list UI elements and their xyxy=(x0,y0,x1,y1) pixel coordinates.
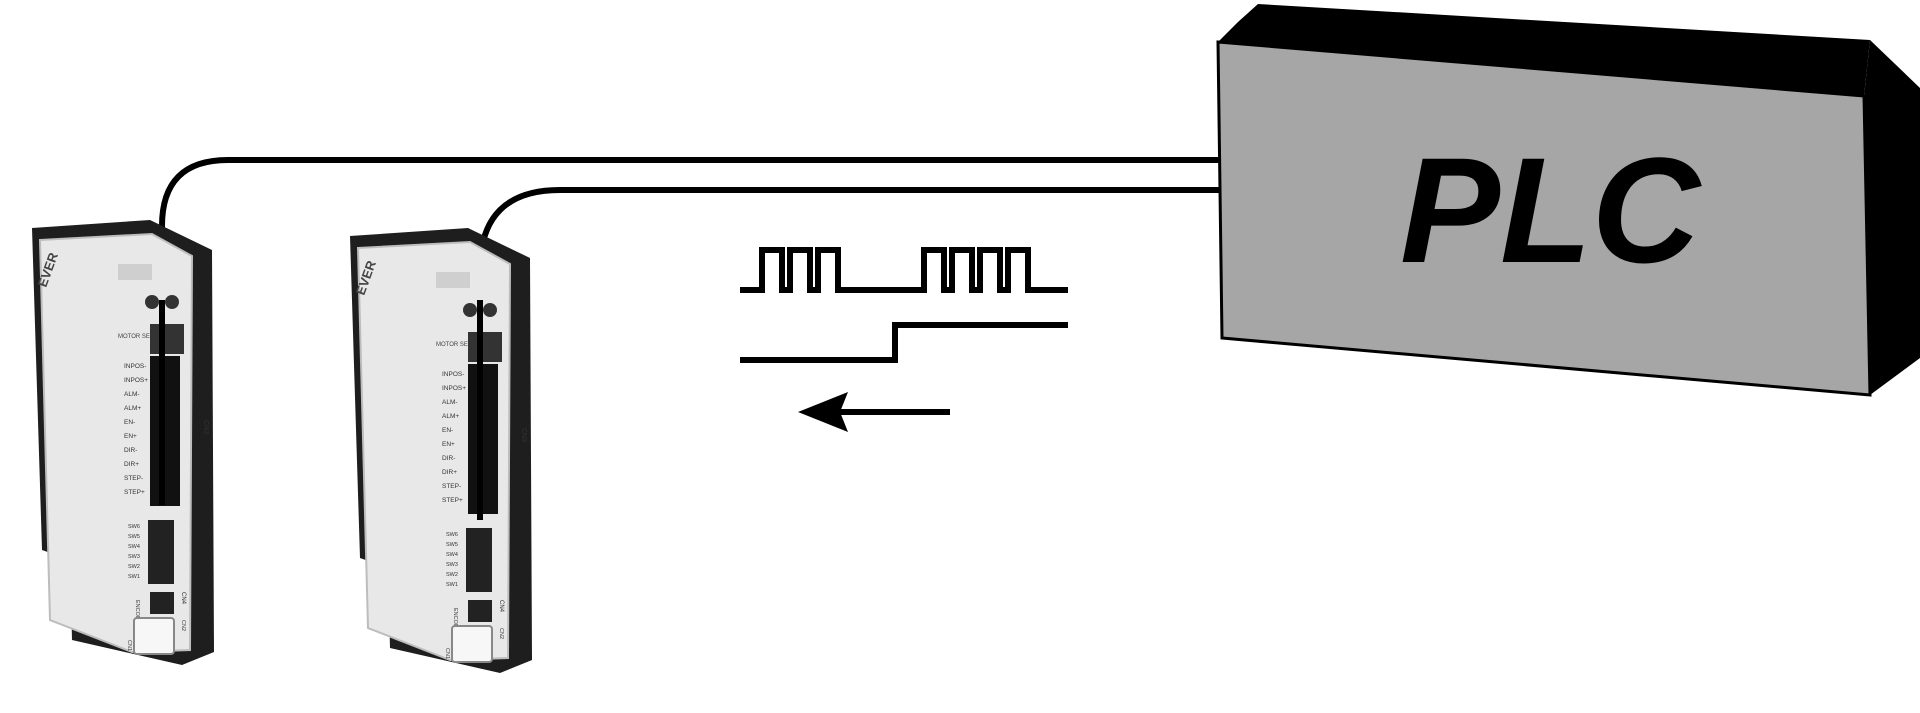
pin-label: INPOS+ xyxy=(442,385,466,392)
pin-label: EN- xyxy=(442,427,453,434)
power-connector xyxy=(133,617,175,655)
switch-label: SW6 xyxy=(128,524,140,530)
switch-label: SW4 xyxy=(446,552,458,558)
pin-label: EN+ xyxy=(442,441,455,448)
switch-label: SW2 xyxy=(446,572,458,578)
pin-label: DIR+ xyxy=(124,461,139,468)
driver-led xyxy=(463,303,477,317)
pin-label: DIR+ xyxy=(442,469,457,476)
pin-label: INPOS+ xyxy=(124,377,148,384)
pin-label: ALM+ xyxy=(124,405,141,412)
dip-switch-block xyxy=(148,520,174,584)
switch-label: SW4 xyxy=(128,544,140,550)
cn3-label: CN3 xyxy=(520,428,527,442)
plc-front-face xyxy=(1216,40,1872,397)
wire-to-driver-1 xyxy=(159,157,1220,505)
switch-label: SW1 xyxy=(446,582,458,588)
driver-vent xyxy=(118,264,152,280)
cn4-connector xyxy=(468,600,492,622)
cn3-label: CN3 xyxy=(202,420,209,434)
switch-label: SW5 xyxy=(446,542,458,548)
wire-to-driver-2 xyxy=(477,187,1220,520)
switch-label: SW5 xyxy=(128,534,140,540)
pulse-train-signal xyxy=(740,247,1068,293)
direction-step-signal xyxy=(740,322,1068,363)
cn1-label: CN1 xyxy=(126,640,132,651)
plc-label: PLC xyxy=(1400,126,1703,294)
servo-driver-1: EVER MOTOR SELECT INPOS- INPOS+ ALM- ALM… xyxy=(32,220,214,665)
dip-switch-block xyxy=(466,528,492,592)
switch-label: SW3 xyxy=(128,554,140,560)
cn4-connector xyxy=(150,592,174,614)
motor-select-label: MOTOR SELECT xyxy=(118,334,166,340)
pin-label: STEP- xyxy=(442,483,461,490)
servo-driver-2: EVER MOTOR SELECT INPOS- INPOS+ ALM- ALM… xyxy=(350,228,532,673)
driver-led xyxy=(145,295,159,309)
switch-label: SW1 xyxy=(128,574,140,580)
pin-label: STEP- xyxy=(124,475,143,482)
pin-label: INPOS- xyxy=(124,363,146,370)
pin-label: STEP+ xyxy=(124,489,145,496)
pin-label: INPOS- xyxy=(442,371,464,378)
switch-label: SW6 xyxy=(446,532,458,538)
cn2-label: CN2 xyxy=(498,628,504,639)
driver-led xyxy=(483,303,497,317)
cn2-label: CN2 xyxy=(180,620,186,631)
switch-label: SW2 xyxy=(128,564,140,570)
switch-label: SW3 xyxy=(446,562,458,568)
plc-side-face xyxy=(1864,40,1920,395)
driver-vent xyxy=(436,272,470,288)
pin-label: ALM- xyxy=(442,399,458,406)
pin-label: DIR- xyxy=(124,447,137,454)
pin-label: ALM+ xyxy=(442,413,459,420)
pin-label: EN- xyxy=(124,419,135,426)
motor-select-label: MOTOR SELECT xyxy=(436,342,484,348)
driver-led xyxy=(165,295,179,309)
pin-label: ALM- xyxy=(124,391,140,398)
plc-top-face xyxy=(1218,4,1870,96)
cn4-label: CN4 xyxy=(180,592,186,605)
signal-flow-arrow-icon xyxy=(798,392,950,432)
cn1-label: CN1 xyxy=(444,648,450,659)
pin-label: DIR- xyxy=(442,455,455,462)
power-connector xyxy=(451,625,493,663)
plc-unit: PLC xyxy=(1216,4,1920,397)
motor-select-connector xyxy=(150,324,184,354)
motor-select-connector xyxy=(468,332,502,362)
pin-label: EN+ xyxy=(124,433,137,440)
pin-label: STEP+ xyxy=(442,497,463,504)
cn4-label: CN4 xyxy=(498,600,504,613)
